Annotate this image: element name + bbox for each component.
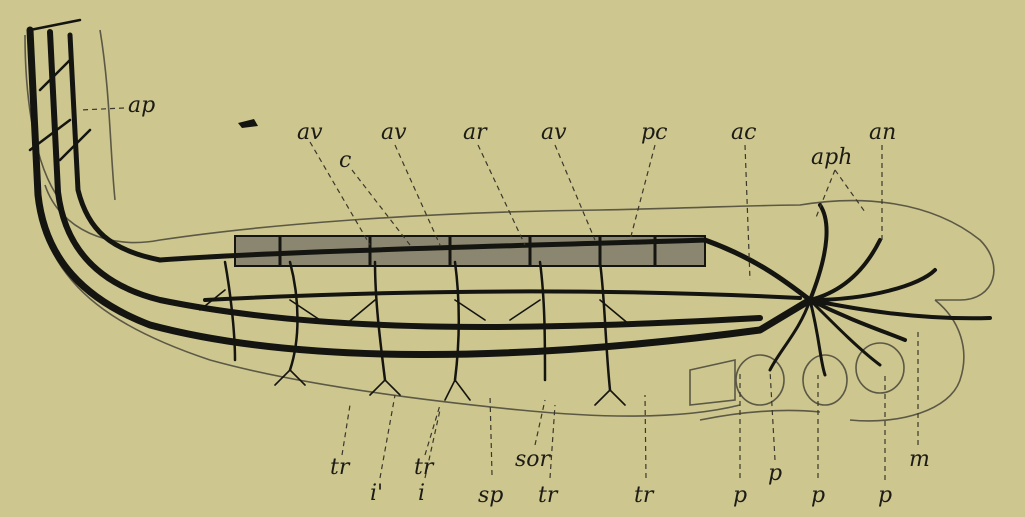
- label-tr-2: tr: [414, 455, 435, 480]
- label-c: c: [339, 148, 351, 173]
- label-pc: pc: [641, 120, 667, 145]
- leader-lines: [80, 108, 918, 480]
- vessels: [30, 20, 990, 375]
- label-av-3: av: [541, 120, 567, 145]
- label-tr-4: tr: [634, 483, 655, 508]
- label-sor: sor: [515, 447, 552, 472]
- label-p-2: p: [768, 461, 782, 486]
- label-ap: ap: [128, 93, 155, 118]
- label-ar: ar: [463, 120, 488, 145]
- specimen-mark: [238, 119, 258, 128]
- label-tr-3: tr: [538, 483, 559, 508]
- label-p-4: p: [878, 483, 892, 508]
- label-ac: ac: [731, 120, 756, 145]
- label-i: i: [418, 481, 425, 506]
- label-aph: aph: [811, 145, 852, 170]
- label-tr-1: tr: [330, 455, 351, 480]
- label-i-prime: i': [370, 481, 383, 506]
- label-p-1: p: [733, 483, 747, 508]
- label-p-3: p: [811, 483, 825, 508]
- label-av-1: av: [297, 120, 323, 145]
- ventral-branches: [200, 262, 630, 405]
- label-an: an: [869, 120, 896, 145]
- label-av-2: av: [381, 120, 407, 145]
- body-outline: [25, 30, 994, 421]
- label-m: m: [909, 447, 930, 472]
- label-sp: sp: [478, 483, 503, 508]
